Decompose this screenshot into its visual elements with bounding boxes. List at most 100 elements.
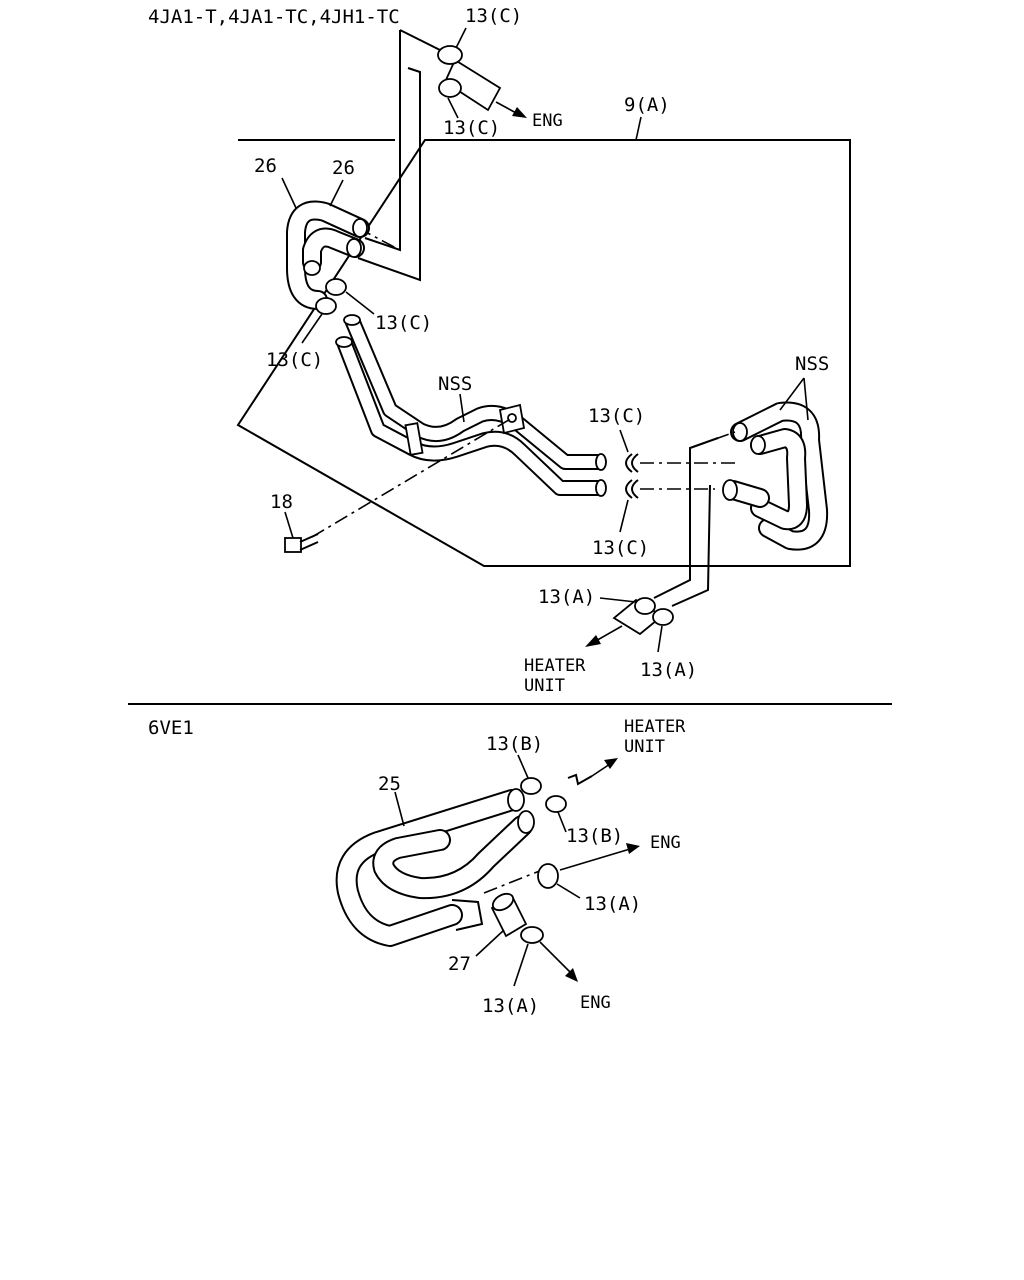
- clamp-b-top-icon: [520, 777, 542, 795]
- leader-clamp-heater-left: [599, 597, 637, 603]
- eng-label: ENG: [532, 111, 563, 131]
- callout-nss-right: NSS: [795, 353, 829, 375]
- eng-arrow-head-icon: [512, 107, 527, 118]
- clamp-mid-left-icon: [315, 297, 337, 315]
- leader-hose-25: [394, 791, 405, 827]
- centerline-lower-a: [483, 869, 543, 894]
- eng-lower-label: ENG: [580, 993, 611, 1013]
- centerline-heater: [689, 431, 736, 449]
- leader-hose-27: [475, 929, 505, 957]
- pipe-lower-tip: [595, 479, 607, 497]
- leader-clamp-heater-right: [657, 625, 663, 653]
- clamp-heater-right-icon: [652, 608, 674, 626]
- clamp-top-2-icon: [438, 78, 462, 98]
- clamp-b-mid-icon: [545, 795, 567, 813]
- heater-lower-arrow-shaft: [591, 763, 611, 777]
- callout-clamp-mid-left: 13(C): [266, 349, 323, 371]
- heater-line-b: [671, 484, 711, 607]
- leader-clamp-b-top: [517, 754, 529, 779]
- leader-clamp-pipe-lower: [619, 499, 629, 533]
- clamp-mid-right-icon: [325, 278, 347, 296]
- clamp-heater-left-icon: [634, 597, 656, 615]
- heater-arrow-head-icon: [585, 635, 601, 647]
- eng-upper-label: ENG: [650, 833, 681, 853]
- pipe-clip: [404, 422, 424, 456]
- leader-nss-right-a: [779, 377, 805, 411]
- assembly-box: [236, 139, 851, 567]
- leader-hose-26-left: [281, 177, 297, 209]
- clamp-top-1-icon: [437, 45, 463, 65]
- lower-section: 6VE1 25 27 13(B) 13(B) HEATER UNIT ENG: [148, 717, 686, 1017]
- clamp-a-bottom-icon: [520, 926, 544, 944]
- callout-clamp-top-1: 13(C): [465, 5, 522, 27]
- leader-clamp-mid-left: [301, 313, 323, 344]
- upper-engine-label: 4JA1-T,4JA1-TC,4JH1-TC: [148, 6, 400, 28]
- leader-hose-26-right: [329, 179, 344, 207]
- leader-clamp-b-mid: [557, 811, 567, 833]
- callout-clamp-a-bottom: 13(A): [482, 995, 539, 1017]
- leader-bolt: [284, 511, 294, 539]
- engine-pipe-line-b: [357, 67, 421, 282]
- heater-arrow-shaft: [593, 625, 623, 643]
- pipe-lower-end: [335, 336, 353, 348]
- nss-right-end-b: [750, 435, 766, 455]
- heater-lower-arrow-head-icon: [604, 758, 618, 769]
- leader-nss-left: [459, 393, 465, 423]
- pipe-upper-end: [343, 314, 361, 326]
- heater-line-a: [653, 437, 719, 599]
- leader-clamp-pipe-upper: [619, 429, 629, 453]
- nss-right-end-c: [722, 479, 738, 501]
- heater-lower-connector: [567, 773, 593, 786]
- bolt-18-icon: [284, 537, 302, 553]
- box-ref-leader: [635, 116, 642, 141]
- hose-25-fitting: [451, 899, 484, 931]
- nss-right-end-a: [732, 422, 748, 442]
- clamp-pipe-lower-icon: [625, 479, 633, 499]
- bolt-centerline: [311, 417, 513, 538]
- pipe-upper-tip: [595, 453, 607, 471]
- leader-clamp-top-2: [447, 97, 459, 119]
- heater-unit-label-line2: UNIT: [524, 676, 565, 696]
- clamp-a-right-icon: [537, 863, 559, 889]
- callout-hose-26-left: 26: [254, 155, 277, 177]
- leader-clamp-a-right: [556, 883, 581, 899]
- bolt-18-shank: [299, 533, 319, 551]
- leader-clamp-top-1: [455, 27, 467, 49]
- hose-26-end-b: [346, 238, 362, 258]
- callout-clamp-pipe-upper: 13(C): [588, 405, 645, 427]
- eng-upper-arrow-shaft: [559, 848, 631, 871]
- callout-bolt: 18: [270, 491, 293, 513]
- clamp-pipe-upper-icon: [625, 453, 633, 473]
- hose-25-end-a: [507, 788, 525, 812]
- callout-clamp-heater-right: 13(A): [640, 659, 697, 681]
- hose-26-end-c: [303, 260, 321, 276]
- eng-lower-arrow-head-icon: [565, 968, 578, 982]
- callout-clamp-top-2: 13(C): [443, 117, 500, 139]
- callout-nss-left: NSS: [438, 373, 472, 395]
- eng-lower-arrow-shaft: [539, 941, 571, 973]
- lower-engine-label: 6VE1: [148, 717, 194, 739]
- leader-clamp-mid-right: [345, 291, 375, 315]
- bracket-hole: [507, 413, 517, 423]
- callout-hose-26-right: 26: [332, 157, 355, 179]
- callout-clamp-pipe-lower: 13(C): [592, 537, 649, 559]
- callout-hose-25: 25: [378, 773, 401, 795]
- callout-hose-27: 27: [448, 953, 471, 975]
- callout-clamp-b-top: 13(B): [486, 733, 543, 755]
- hose-25-end-b: [517, 810, 535, 834]
- eng-upper-arrow-head-icon: [626, 843, 640, 854]
- heater-unit-label-line1: HEATER: [524, 656, 586, 676]
- heater-lower-label-line2: UNIT: [624, 737, 665, 757]
- hose-26-end-a: [352, 218, 368, 238]
- callout-clamp-a-right: 13(A): [584, 893, 641, 915]
- box-ref-label: 9(A): [624, 94, 670, 116]
- callout-clamp-b-mid: 13(B): [566, 825, 623, 847]
- upper-section: 4JA1-T,4JA1-TC,4JH1-TC 9(A) 13(C) 13(C) …: [148, 5, 851, 696]
- heater-lower-label-line1: HEATER: [624, 717, 686, 737]
- engine-connector: [443, 58, 502, 112]
- callout-clamp-mid-right: 13(C): [375, 312, 432, 334]
- leader-clamp-a-bottom: [513, 943, 529, 987]
- callout-clamp-heater-left: 13(A): [538, 586, 595, 608]
- leader-nss-right-b: [803, 377, 809, 421]
